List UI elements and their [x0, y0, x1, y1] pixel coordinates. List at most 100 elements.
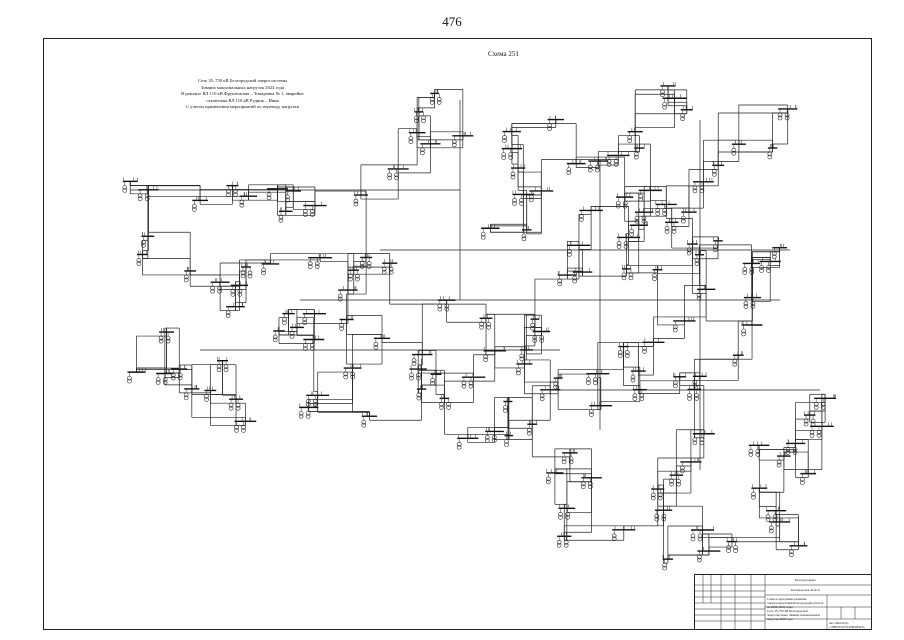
- caption-line: Сеть 35–750 кВ Белгородской энергосистем…: [197, 78, 288, 83]
- transformer-symbol: [539, 396, 545, 402]
- transformer-symbol: [420, 150, 425, 156]
- transformer-symbol: [594, 167, 600, 173]
- transformer-symbol: [337, 296, 343, 302]
- transformer-symbol: [310, 212, 315, 217]
- transformer-symbol: [800, 480, 805, 485]
- stamp-grid: [695, 575, 871, 629]
- title-block-stamp: Белгородэнерго Белгородская область Схем…: [694, 574, 872, 630]
- transformer-symbol: [539, 338, 545, 343]
- transformer-symbol: [755, 452, 761, 457]
- transformer-symbol: [650, 495, 656, 501]
- transformer-symbol: [692, 188, 698, 194]
- transformer-symbol: [388, 269, 394, 275]
- transformer-symbol: [750, 304, 756, 309]
- transformer-symbol: [437, 306, 443, 312]
- transformer-symbol: [223, 367, 229, 372]
- transformer-symbol: [613, 162, 619, 167]
- transformer-symbol: [307, 264, 313, 269]
- transformer-symbol: [411, 361, 417, 366]
- transformer-symbol: [697, 536, 703, 542]
- transformer-symbol: [261, 270, 266, 276]
- transformer-symbol: [436, 100, 442, 105]
- transformer-symbol: [343, 374, 349, 380]
- transformer-symbol: [444, 306, 450, 312]
- transformer-symbol: [588, 484, 593, 490]
- transformer-symbol: [355, 276, 360, 282]
- transformer-symbol: [409, 375, 414, 381]
- transformer-symbol: [660, 92, 665, 98]
- transformer-symbol: [240, 273, 246, 279]
- transformer-symbol: [748, 452, 754, 457]
- transformer-symbol: [305, 414, 311, 419]
- transformer-symbol: [503, 408, 508, 413]
- transformer-symbol: [587, 167, 593, 173]
- transformer-symbol: [816, 433, 822, 438]
- transformer-symbol: [768, 528, 774, 534]
- transformer-symbol: [726, 548, 731, 553]
- transformer-symbol: [430, 380, 435, 386]
- transformer-symbol: [751, 494, 756, 500]
- transformer-symbol: [699, 188, 705, 194]
- transformer-symbol: [777, 115, 783, 121]
- transformer-symbol: [408, 139, 414, 145]
- transformer-symbol: [624, 353, 630, 358]
- transformer-symbol: [572, 278, 578, 284]
- transformer-symbol: [680, 468, 685, 474]
- transformer-symbol: [553, 384, 558, 390]
- transformer-symbol: [789, 552, 794, 558]
- transformer-symbol: [502, 138, 507, 143]
- transformer-symbol: [661, 516, 667, 522]
- transformer-symbol: [627, 138, 633, 143]
- transformer-symbol: [680, 116, 685, 122]
- transformer-symbol: [561, 459, 567, 465]
- transformer-symbol: [680, 218, 686, 224]
- transformer-symbol: [429, 100, 435, 105]
- transformer-symbol: [630, 377, 636, 383]
- transformer-symbol: [479, 324, 484, 330]
- stamp-company: Белгородэнерго: [795, 578, 817, 582]
- transformer-symbol: [657, 495, 663, 501]
- transformer-symbol: [563, 542, 569, 548]
- transformer-symbol: [285, 197, 290, 203]
- transformer-symbol: [210, 288, 215, 294]
- transformer-symbol: [314, 264, 320, 269]
- transformer-symbol: [655, 211, 661, 216]
- stamp-sheet-name: Сеть 35–750 кВ Белгородской энергосистем…: [767, 609, 821, 621]
- transformer-symbol: [239, 202, 245, 208]
- transformer-symbol: [634, 154, 639, 160]
- caption-line: В ремонте ВЛ 110 кВ Фрунзенская – Томаро…: [181, 91, 304, 97]
- transformer-symbol: [606, 162, 612, 167]
- transformer-symbol: [480, 234, 486, 240]
- transformer-symbol: [566, 170, 572, 175]
- transformer-symbol: [641, 218, 647, 224]
- transformer-symbol: [776, 462, 782, 468]
- transformer-symbol: [204, 397, 209, 402]
- transformer-symbol: [664, 229, 670, 234]
- transformer-symbol: [628, 275, 634, 281]
- transformer-symbol: [416, 395, 422, 401]
- transformer-symbol: [247, 273, 253, 279]
- transformer-symbol: [662, 104, 667, 110]
- transformer-symbol: [820, 404, 826, 410]
- drawing-frame: [43, 38, 872, 630]
- transformer-symbol: [519, 356, 525, 362]
- transformer-symbol: [557, 281, 563, 287]
- transformer-symbol: [361, 422, 367, 428]
- transformer-symbol: [568, 459, 574, 465]
- transformer-symbol: [662, 565, 667, 571]
- transformer-symbol: [586, 380, 591, 385]
- transformer-symbol: [303, 212, 308, 217]
- transformer-symbol: [567, 252, 572, 257]
- transformer-symbol: [759, 268, 764, 273]
- transformer-symbol: [672, 327, 678, 333]
- transformer-symbol: [394, 175, 399, 181]
- transformer-symbol: [484, 438, 490, 443]
- transformer-symbol: [766, 268, 771, 273]
- transformer-symbol: [225, 313, 231, 318]
- transformer-symbol: [731, 150, 737, 156]
- transformer-symbol: [266, 195, 272, 201]
- transformer-symbol: [387, 175, 392, 181]
- transformer-symbol: [141, 242, 146, 248]
- transformer-symbol: [697, 557, 702, 563]
- transformer-symbol: [144, 196, 150, 202]
